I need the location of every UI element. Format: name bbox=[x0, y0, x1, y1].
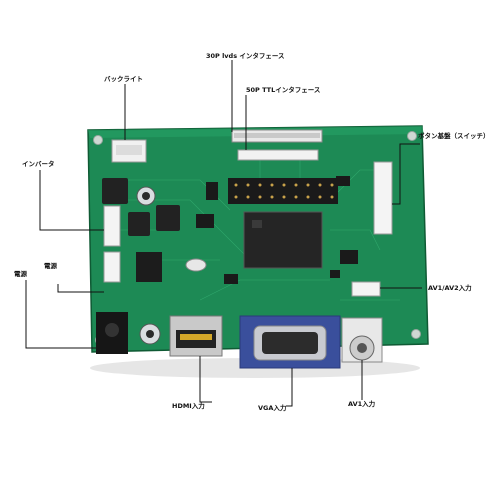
small-components bbox=[196, 176, 358, 284]
inverter-header bbox=[103, 205, 121, 247]
crystal-oscillator bbox=[185, 258, 207, 272]
label-hdmi-input: HDMI入力 bbox=[172, 402, 205, 410]
label-av1-av2-input: AV1/AV2入力 bbox=[428, 284, 472, 292]
capacitors bbox=[136, 186, 161, 345]
label-30p-lvds: 30P lvds インタフェース bbox=[206, 52, 285, 60]
power-header bbox=[103, 251, 121, 283]
button-board-connector bbox=[373, 161, 393, 235]
label-button-board: ボタン基盤（スイッチ） bbox=[418, 132, 490, 140]
label-50p-ttl: 50P TTLインタフェース bbox=[246, 86, 321, 94]
label-power-1: 電源 bbox=[14, 270, 27, 278]
label-inverter: インバータ bbox=[22, 160, 55, 168]
label-power-2: 電源 bbox=[44, 262, 57, 270]
voltage-regulator bbox=[136, 252, 162, 282]
inverter-coils bbox=[102, 178, 180, 236]
leader-lines bbox=[25, 60, 422, 407]
av-header bbox=[351, 281, 381, 297]
label-vga-input: VGA入力 bbox=[258, 404, 287, 412]
pin-header-block bbox=[228, 178, 338, 204]
label-backlight: バックライト bbox=[104, 75, 143, 83]
ttl-50p-connector bbox=[237, 149, 319, 161]
label-av1-input: AV1入力 bbox=[348, 400, 376, 408]
